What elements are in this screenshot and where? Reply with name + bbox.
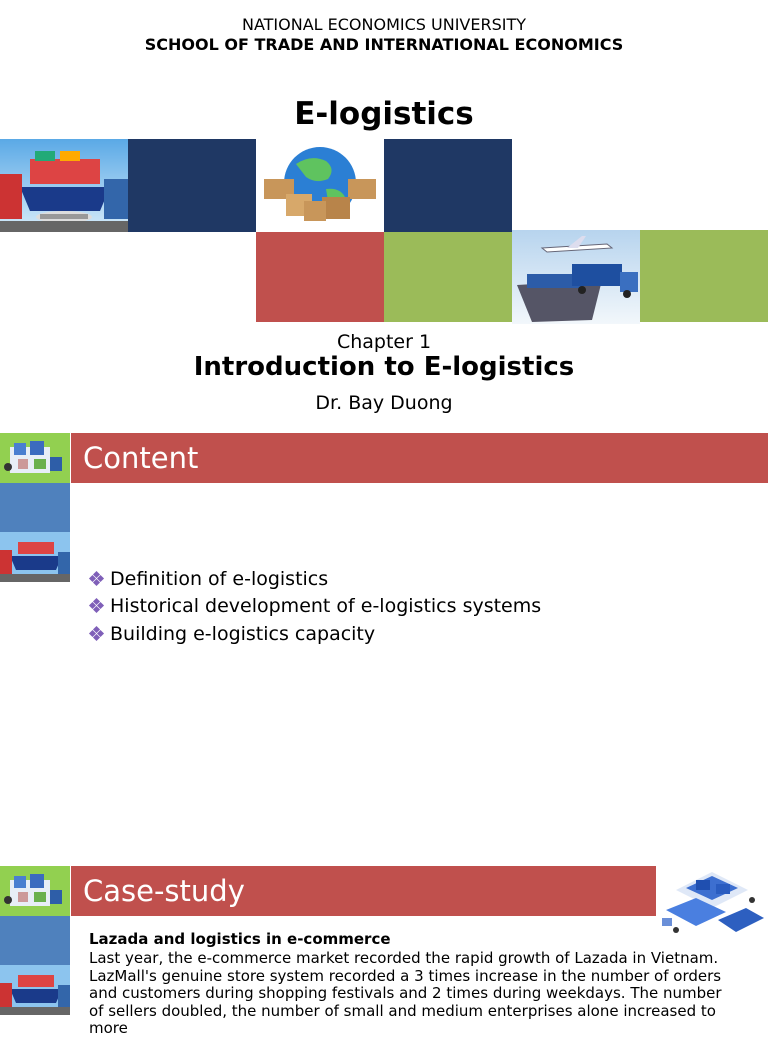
list-item-text: Definition of e-logistics [110,567,329,590]
diamond-bullet-icon [88,625,105,641]
case-header-bar: Case-study [71,866,656,916]
globe-image [256,139,384,232]
case-heading: Case-study [83,874,245,908]
content-heading: Content [83,441,199,475]
author-name: Dr. Bay Duong [315,392,453,414]
diamond-bullet-icon [88,598,105,614]
green-block-1 [384,232,512,322]
ship-truck-plane-image [512,230,640,324]
transport-thumb [0,532,70,582]
warehouse-icon-tile [0,866,70,916]
list-item-text: Historical development of e-logistics sy… [110,595,542,618]
list-item: Definition of e-logistics [88,565,541,593]
content-header-bar: Content [71,433,768,483]
blue-tile [0,916,70,965]
transport-image [0,139,128,232]
case-subtitle: Lazada and logistics in e-commerce [89,930,391,948]
content-list: Definition of e-logistics Historical dev… [88,565,542,648]
university-name: NATIONAL ECONOMICS UNIVERSITY [241,15,527,34]
warehouse-icon [4,441,62,473]
logistics-isometric-image [656,860,768,946]
warehouse-icon [4,874,62,906]
blue-tile [0,483,70,532]
chapter-title: Introduction to E-logistics [193,352,575,382]
navy-block-1 [128,139,256,232]
chapter-label: Chapter 1 [336,331,432,353]
diamond-bullet-icon [88,570,105,586]
slide-title: E-logistics [294,96,474,132]
school-name: SCHOOL OF TRADE AND INTERNATIONAL ECONOM… [144,35,624,54]
warehouse-icon-tile [0,433,70,483]
navy-block-2 [384,139,512,232]
list-item: Building e-logistics capacity [88,620,541,648]
transport-thumb [0,965,70,1015]
list-item: Historical development of e-logistics sy… [88,593,542,621]
green-block-2 [640,230,768,322]
red-block [256,232,384,322]
list-item-text: Building e-logistics capacity [110,622,376,645]
case-body-text: Last year, the e-commerce market recorde… [89,949,722,1037]
